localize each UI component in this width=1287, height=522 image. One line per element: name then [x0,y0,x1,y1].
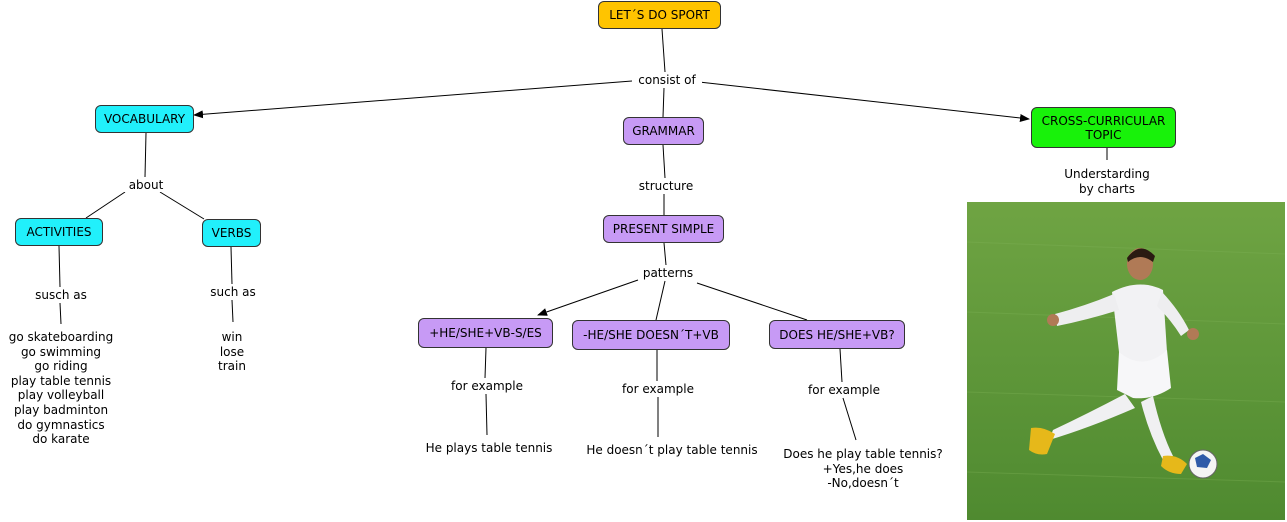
node-present-simple[interactable]: PRESENT SIMPLE [603,215,724,243]
link-for-example-question: for example [803,383,885,397]
node-verbs[interactable]: VERBS [202,219,261,247]
link-consist-of: consist of [632,73,702,87]
link-patterns: patterns [638,266,698,280]
node-label: DOES HE/SHE+VB? [779,327,895,342]
link-about: about [124,178,168,192]
node-question-pattern[interactable]: DOES HE/SHE+VB? [769,320,905,349]
node-label: VERBS [211,226,252,240]
link-such-as-verbs: such as [203,285,263,299]
negative-example: He doesn´t play table tennis [586,443,758,457]
node-activities[interactable]: ACTIVITIES [15,218,103,246]
activities-list: go skateboarding go swimming go riding p… [8,330,114,447]
node-label: ACTIVITIES [26,225,92,239]
node-grammar[interactable]: GRAMMAR [623,117,704,145]
node-label: VOCABULARY [103,112,186,126]
node-cross-curricular-topic[interactable]: CROSS-CURRICULAR TOPIC [1031,107,1176,148]
question-example: Does he play table tennis? +Yes,he does … [783,447,943,491]
node-negative-pattern[interactable]: -HE/SHE DOESN´T+VB [572,320,730,350]
node-label: CROSS-CURRICULAR TOPIC [1041,113,1166,142]
link-for-example-affirmative: for example [446,379,528,393]
affirmative-example: He plays table tennis [425,441,553,455]
node-affirmative-pattern[interactable]: +HE/SHE+VB-S/ES [418,318,553,348]
link-structure: structure [634,179,698,193]
node-lets-do-sport[interactable]: LET´S DO SPORT [598,1,721,29]
node-label: +HE/SHE+VB-S/ES [429,326,542,340]
node-label: LET´S DO SPORT [609,8,710,22]
node-label: GRAMMAR [632,124,695,138]
football-player-illustration [967,202,1285,520]
cross-curricular-detail: Understarding by charts [1064,167,1150,196]
node-label: PRESENT SIMPLE [612,222,715,236]
link-for-example-negative: for example [617,382,699,396]
link-such-as-activities: susch as [29,288,93,302]
node-label: -HE/SHE DOESN´T+VB [583,328,719,342]
node-vocabulary[interactable]: VOCABULARY [95,105,194,133]
verbs-list: win lose train [218,330,246,374]
football-player-photo [967,202,1285,520]
